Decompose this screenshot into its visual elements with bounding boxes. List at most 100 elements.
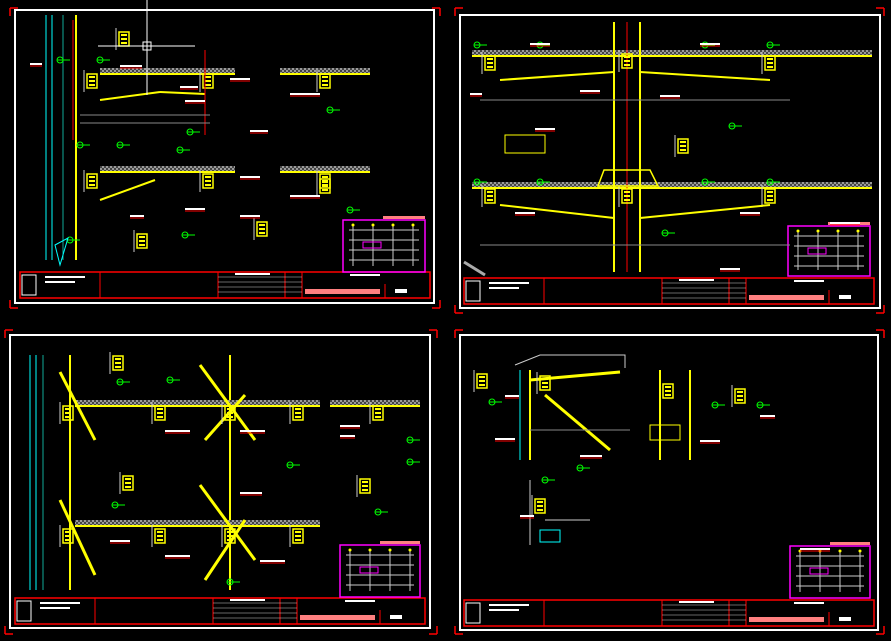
key-plan-title [380,541,420,544]
sloped-beam [159,91,206,95]
grid-bubble [411,223,415,227]
dimension-text [720,268,740,270]
section-marker-icon [756,401,770,409]
dimension-text [580,455,602,457]
dimension-text [250,130,268,132]
bolt [322,80,328,82]
bolted-connection [59,525,74,547]
bolt [537,501,543,503]
bolt [322,189,328,191]
floor-slab [280,68,370,74]
section-marker-icon [536,178,550,186]
connection-plate [202,173,214,189]
dimension-text [290,93,320,95]
bolt [680,149,686,151]
drawing-title-field [749,295,824,300]
bolt [624,195,630,197]
bolt [157,539,163,541]
bolt [157,531,163,533]
floor-slab [75,520,320,526]
connection-plate [62,528,74,544]
section-marker-icon [116,378,130,386]
bolt [259,228,265,230]
grid-bubble [856,229,860,233]
bolt [487,191,493,193]
bolt [205,80,211,82]
bolt [89,184,95,186]
company-logo [465,280,481,302]
column-bracket [596,169,660,187]
floor-slab [472,50,872,56]
connection-plate [734,388,746,404]
key-plan-frame [789,545,871,599]
section-marker-icon [701,178,715,186]
connection-plate [202,73,214,89]
bolt [680,145,686,147]
bolted-connection [731,385,746,407]
section-marker-icon [346,206,360,214]
bolt [479,384,485,386]
title-text [489,287,519,289]
bolt [322,181,328,183]
bolt [139,236,145,238]
bolted-connection [761,185,776,207]
bolt [362,485,368,487]
bolt [624,56,630,58]
dimension-text [110,540,130,542]
bolt [227,535,233,537]
sheet-1-details [30,15,370,267]
gutter-detail [539,529,561,543]
section-marker-icon [374,508,388,516]
bolted-connection [115,28,130,50]
bolt [295,539,301,541]
bolt [479,376,485,378]
bolt [322,185,328,187]
bolt [487,58,493,60]
bolt [65,539,71,541]
dimension-text [30,63,42,65]
connection-plate [62,405,74,421]
section-marker-icon [186,128,200,136]
bolted-connection [151,402,166,424]
key-plan-frame [787,225,871,277]
sloped-beam [639,71,771,81]
key-plan [339,541,421,598]
drawing-sheet-3[interactable] [4,329,438,635]
bolt [542,378,548,380]
connection-plate [136,233,148,249]
diagonal-brace [198,484,257,561]
sheet-border [9,334,431,629]
bolted-connection [316,175,331,197]
connection-plate [86,73,98,89]
bolt [737,395,743,397]
dimension-text [700,43,720,45]
bolt [537,509,543,511]
section-marker-icon [181,231,195,239]
section-marker-icon [576,464,590,472]
dimension-text [240,430,265,432]
drawing-sheet-1[interactable] [9,7,441,309]
connection-plate [256,221,268,237]
sloped-beam [499,71,615,81]
bolted-connection [133,230,148,252]
bolt [157,408,163,410]
grid-bubble [796,229,800,233]
key-plan [342,216,426,273]
section-marker-icon [661,229,675,237]
section-marker-icon [166,376,180,384]
bolted-connection [356,475,371,497]
title-block-frame [14,597,426,625]
drawing-sheet-4[interactable] [454,329,885,635]
bolt [624,60,630,62]
sheet-number [395,289,407,293]
section-marker-icon [728,122,742,130]
dimension-text [130,215,144,217]
sloped-beam [99,91,161,101]
section-marker-icon [76,141,90,149]
bolt [624,64,630,66]
drawing-sheet-2[interactable] [454,7,885,314]
section-marker-icon [473,41,487,49]
project-name [794,602,824,604]
title-text [45,276,85,278]
